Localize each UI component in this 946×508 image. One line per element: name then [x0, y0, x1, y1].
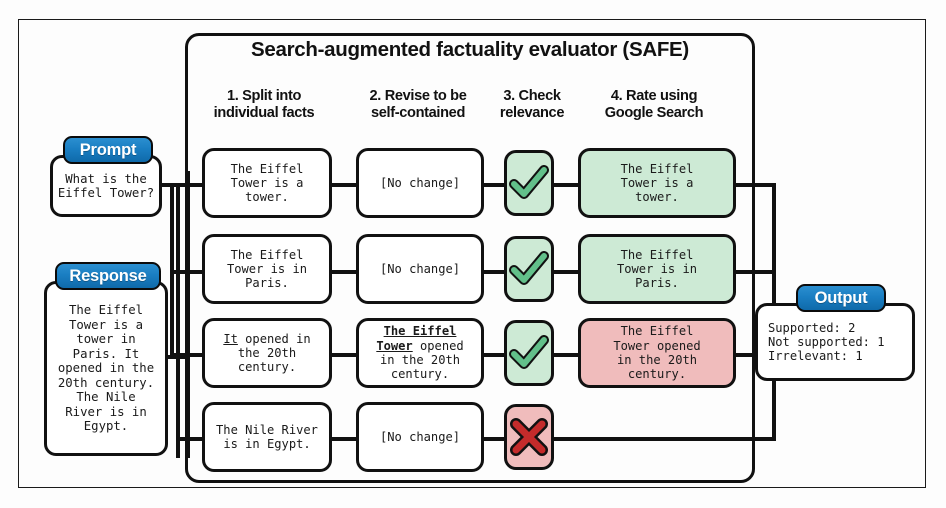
response-label-text: Response [69, 266, 147, 285]
rating-box-2: The Eiffel Tower is in Paris. [578, 234, 736, 304]
revision-box-3: The Eiffel Tower opened in the 20th cent… [356, 318, 484, 388]
wire-revise-to-relevance-1 [482, 183, 504, 187]
output-label-text: Output [814, 288, 868, 307]
revision-text-2: [No change] [379, 261, 461, 276]
cross-icon [510, 418, 548, 456]
column-header-relevance: 3. Check relevance [499, 88, 565, 122]
revision-box-4: [No change] [356, 402, 484, 472]
wire-bus-left [176, 183, 180, 458]
relevance-check-2 [504, 236, 554, 302]
fact-text-3: opened in the 20th century. [237, 331, 311, 375]
safe-panel [185, 33, 755, 483]
wire-response-out [160, 355, 186, 359]
wire-fact-to-revise-2 [330, 270, 358, 274]
wire-revise-to-relevance-3 [482, 353, 504, 357]
fact-text-2: The Eiffel Tower is in Paris. [226, 247, 308, 291]
fact-box-4: The Nile River is in Egypt. [202, 402, 332, 472]
wire-bus-mid [186, 171, 190, 458]
wire-rate-out-1 [736, 183, 776, 187]
rating-box-1: The Eiffel Tower is a tower. [578, 148, 736, 218]
relevance-check-3 [504, 320, 554, 386]
revision-box-1: [No change] [356, 148, 484, 218]
wire-relevance-to-rate-2 [554, 270, 578, 274]
response-label-pill: Response [55, 262, 161, 290]
column-header-split: 1. Split into individual facts [213, 88, 315, 122]
wire-bus-prompt [170, 183, 174, 356]
fact-box-3: It opened in the 20th century. [202, 318, 332, 388]
wire-feed-fact-1 [176, 183, 204, 187]
output-box: Supported: 2 Not supported: 1 Irrelevant… [755, 303, 915, 381]
relevance-check-1 [504, 150, 554, 216]
rating-text-1: The Eiffel Tower is a tower. [620, 161, 694, 205]
output-text: Supported: 2 Not supported: 1 Irrelevant… [768, 320, 885, 364]
wire-feed-fact-4 [176, 437, 204, 441]
revision-text-3: opened in the 20th century. [379, 338, 464, 382]
response-text: The Eiffel Tower is a tower in Paris. It… [57, 303, 155, 434]
fact-text-4: The Nile River is in Egypt. [216, 422, 318, 451]
prompt-text: What is the Eiffel Tower? [57, 171, 155, 201]
wire-irrelevant-bypass [554, 437, 776, 441]
wire-relevance-to-rate-1 [554, 183, 578, 187]
prompt-label-text: Prompt [79, 140, 137, 159]
wire-revise-to-relevance-4 [482, 437, 504, 441]
fact-text-1: The Eiffel Tower is a tower. [230, 161, 304, 205]
check-icon [509, 165, 549, 199]
prompt-label-pill: Prompt [63, 136, 153, 164]
fact-box-1: The Eiffel Tower is a tower. [202, 148, 332, 218]
rating-text-2: The Eiffel Tower is in Paris. [616, 247, 698, 291]
fact-box-2: The Eiffel Tower is in Paris. [202, 234, 332, 304]
wire-revise-to-relevance-2 [482, 270, 504, 274]
relevance-cross-4 [504, 404, 554, 470]
rating-box-3: The Eiffel Tower opened in the 20th cent… [578, 318, 736, 388]
revision-box-2: [No change] [356, 234, 484, 304]
revision-text-4: [No change] [379, 429, 461, 444]
check-icon [509, 251, 549, 285]
safe-title: Search-augmented factuality evaluator (S… [251, 38, 689, 61]
check-icon [509, 335, 549, 369]
wire-fact-to-revise-3 [330, 353, 358, 357]
output-label-pill: Output [796, 284, 886, 312]
revision-bold-3: The Eiffel Tower [376, 324, 457, 353]
wire-rate-out-2 [736, 270, 776, 274]
fact-underline-3: It [223, 331, 238, 346]
column-header-revise: 2. Revise to be self-contained [369, 88, 467, 122]
wire-relevance-to-rate-3 [554, 353, 578, 357]
wire-fact-to-revise-4 [330, 437, 358, 441]
response-box: The Eiffel Tower is a tower in Paris. It… [44, 281, 168, 456]
column-header-rate: 4. Rate using Google Search [604, 88, 704, 122]
rating-text-3: The Eiffel Tower opened in the 20th cent… [613, 324, 701, 382]
revision-text-1: [No change] [379, 175, 461, 190]
prompt-box: What is the Eiffel Tower? [50, 155, 162, 217]
wire-fact-to-revise-1 [330, 183, 358, 187]
